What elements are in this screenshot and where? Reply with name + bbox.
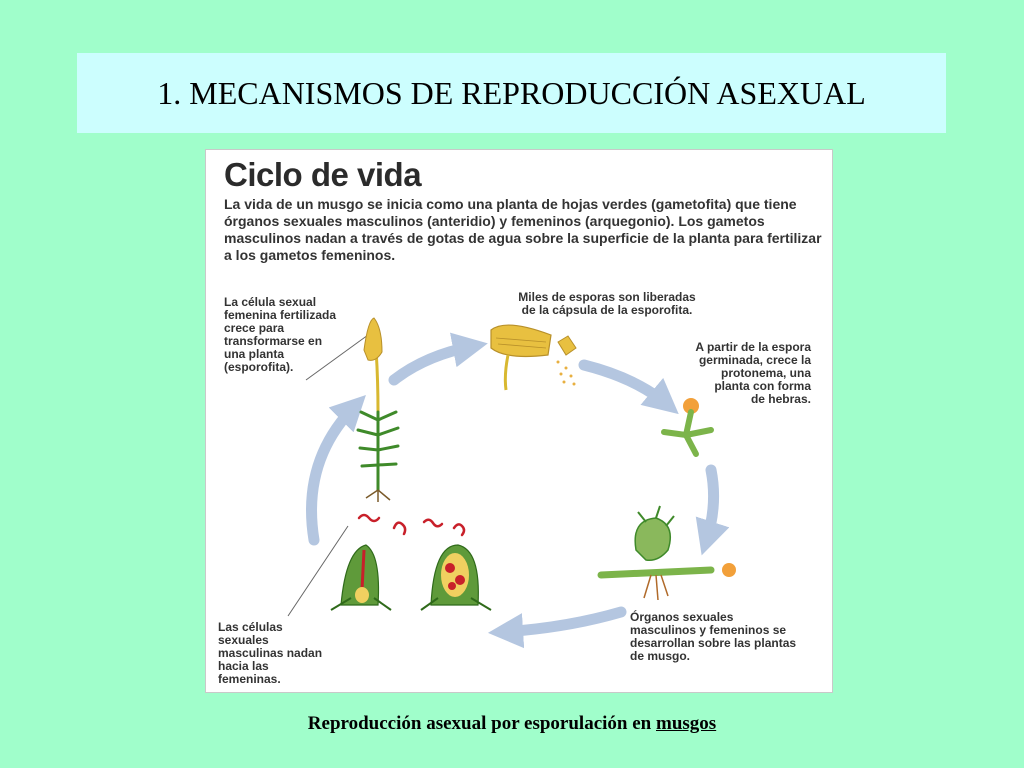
slide-title: 1. MECANISMOS DE REPRODUCCIÓN ASEXUAL	[157, 74, 866, 111]
life-cycle-figure: Ciclo de vida La vida de un musgo se ini…	[205, 149, 833, 693]
note-fertilized-cell: La célula sexual femenina fertilizada cr…	[224, 295, 337, 374]
figure-intro: La vida de un musgo se inicia como una p…	[224, 196, 822, 263]
figure-heading: Ciclo de vida	[224, 156, 422, 193]
gametangia-icon	[330, 513, 492, 611]
gamete-icons	[357, 513, 466, 537]
arrow-sporophyte-to-capsule	[388, 332, 488, 386]
note-sexual-organs: Órganos sexuales masculinos y femeninos …	[630, 610, 797, 663]
moss-plant-icon	[597, 505, 736, 601]
protonema-icon	[661, 398, 714, 457]
arrow-plant-to-gametes	[487, 606, 627, 649]
cycle-arrows	[306, 332, 730, 649]
note-male-cells: Las células sexuales masculinas nadan ha…	[218, 620, 323, 686]
leader-fertilized	[305, 334, 369, 381]
capsule-icon	[490, 324, 577, 391]
note-spores: Miles de esporas son liberadas de la cáp…	[518, 290, 696, 317]
caption-text: Reproducción asexual por esporulación en	[307, 713, 656, 734]
arrow-spores-to-protonema	[578, 359, 679, 415]
title-box: 1. MECANISMOS DE REPRODUCCIÓN ASEXUAL	[77, 53, 946, 133]
leader-lines	[287, 334, 369, 617]
arrow-protonema-to-plant	[695, 464, 730, 556]
slide-caption: Reproducción asexual por esporulación en…	[0, 713, 1024, 735]
sporophyte-icon	[356, 317, 400, 502]
leader-male-cells	[287, 525, 349, 617]
arrow-gametes-to-sporophyte	[306, 395, 366, 546]
caption-link-musgos[interactable]: musgos	[656, 713, 717, 734]
cycle-illustration	[287, 317, 736, 649]
note-protonema: A partir de la espora germinada, crece l…	[695, 340, 811, 406]
